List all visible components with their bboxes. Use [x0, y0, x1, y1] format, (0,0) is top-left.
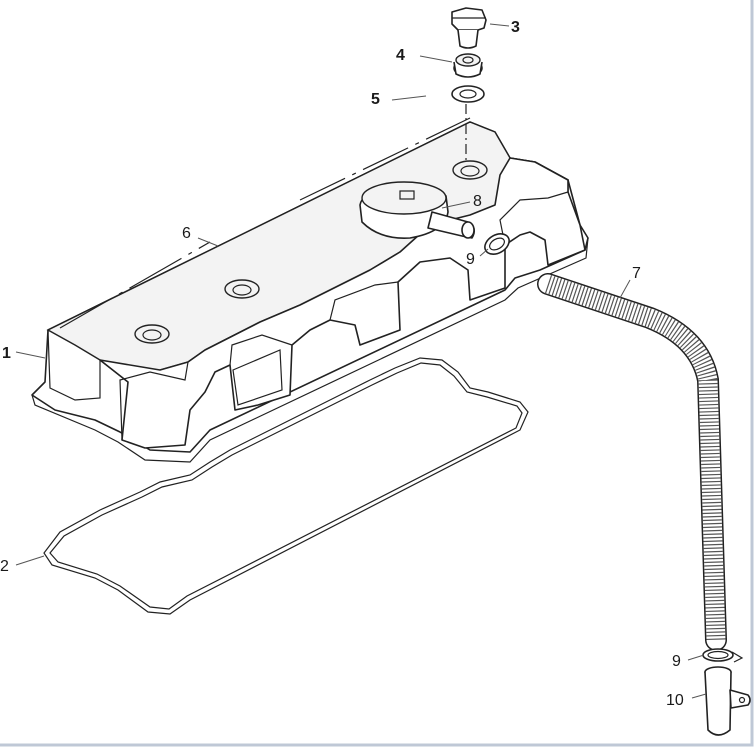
callout-8: 8 [473, 193, 482, 210]
grommet [453, 53, 483, 78]
valve-cover-gasket [43, 357, 529, 615]
callout-7: 7 [632, 265, 641, 282]
callout-6: 6 [182, 225, 191, 242]
breather-hose [537, 273, 727, 651]
washer [451, 85, 485, 103]
callout-labels: 1 2 3 4 5 6 7 8 9 9 10 [0, 19, 684, 709]
callout-9-lower: 9 [672, 653, 681, 670]
cover-bolt [451, 7, 487, 49]
leader-lines [15, 23, 707, 699]
callout-3: 3 [511, 19, 520, 36]
callout-4: 4 [396, 47, 405, 64]
callout-10: 10 [666, 692, 684, 709]
callout-9-upper: 9 [466, 251, 475, 268]
breather-valve [359, 181, 476, 239]
callout-1: 1 [2, 345, 11, 362]
pipe-fitting [704, 666, 751, 736]
callout-2: 2 [0, 558, 9, 575]
hose-clamp-lower [702, 648, 744, 663]
callout-5: 5 [371, 91, 380, 108]
